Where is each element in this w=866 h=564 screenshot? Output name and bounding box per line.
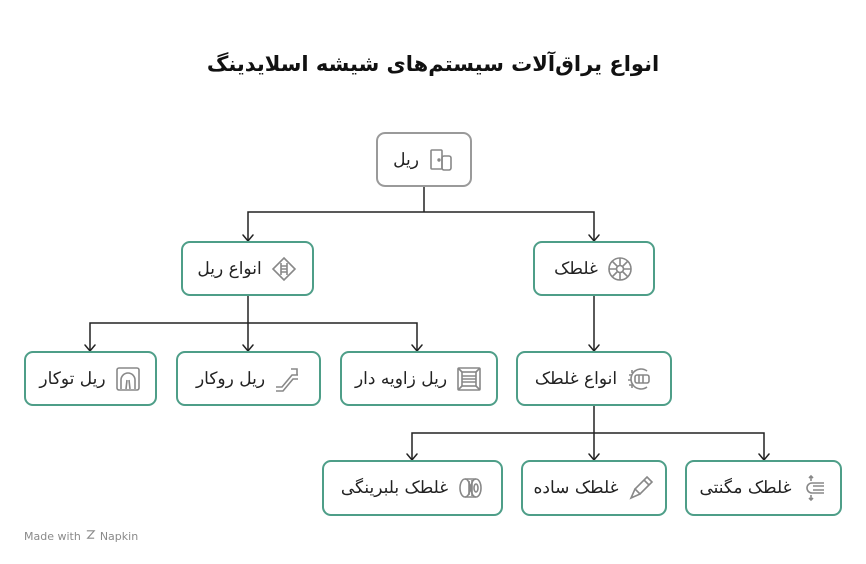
node-roller[interactable]: غلطک — [533, 241, 655, 296]
wheel-icon — [606, 255, 634, 283]
node-label: ریل — [393, 149, 419, 170]
napkin-logo-icon — [85, 529, 96, 543]
edge-roller-branch — [411, 406, 765, 459]
node-roller-bearing[interactable]: غلطک بلبرینگی — [322, 460, 503, 516]
footer-credit[interactable]: Made with Napkin — [24, 529, 138, 543]
node-rail-inner[interactable]: ریل توکار — [24, 351, 157, 406]
door-phone-icon — [427, 146, 455, 174]
node-rail-types[interactable]: انواع ریل — [181, 241, 314, 296]
magnet-icon — [800, 474, 828, 502]
node-roller-magnetic[interactable]: غلطک مگنتی — [685, 460, 842, 516]
node-label: ریل زاویه دار — [354, 368, 448, 389]
node-label: انواع غلطک — [534, 368, 618, 389]
pen-roller-icon — [627, 474, 655, 502]
node-rail-angle[interactable]: ریل زاویه دار — [340, 351, 498, 406]
node-label: ریل توکار — [39, 368, 106, 389]
gear-roller-icon — [625, 365, 653, 393]
made-with-text: Made with — [24, 529, 81, 543]
edge-rail-branch — [89, 296, 418, 350]
node-rail-top[interactable]: ریل روکار — [176, 351, 321, 406]
node-label: غلطک بلبرینگی — [340, 478, 449, 498]
node-label: ریل روکار — [195, 368, 266, 389]
brand-text: Napkin — [99, 529, 139, 543]
node-label: غلطک مگنتی — [699, 478, 792, 498]
node-roller-types[interactable]: انواع غلطک — [516, 351, 672, 406]
escalator-icon — [273, 365, 301, 393]
tunnel-icon — [114, 365, 142, 393]
node-label: غلطک — [554, 258, 598, 279]
node-label: انواع ریل — [197, 258, 262, 279]
rail-ladder-icon — [270, 255, 298, 283]
diagram-title: انواع یراق‌آلات سیستم‌های شیشه اسلایدینگ — [206, 52, 660, 76]
node-rail[interactable]: ریل — [376, 132, 472, 187]
node-roller-simple[interactable]: غلطک ساده — [521, 460, 667, 516]
edge-root-branch — [247, 187, 595, 240]
node-label: غلطک ساده — [533, 478, 619, 498]
frame-icon — [455, 365, 483, 393]
bearing-icon — [456, 474, 484, 502]
